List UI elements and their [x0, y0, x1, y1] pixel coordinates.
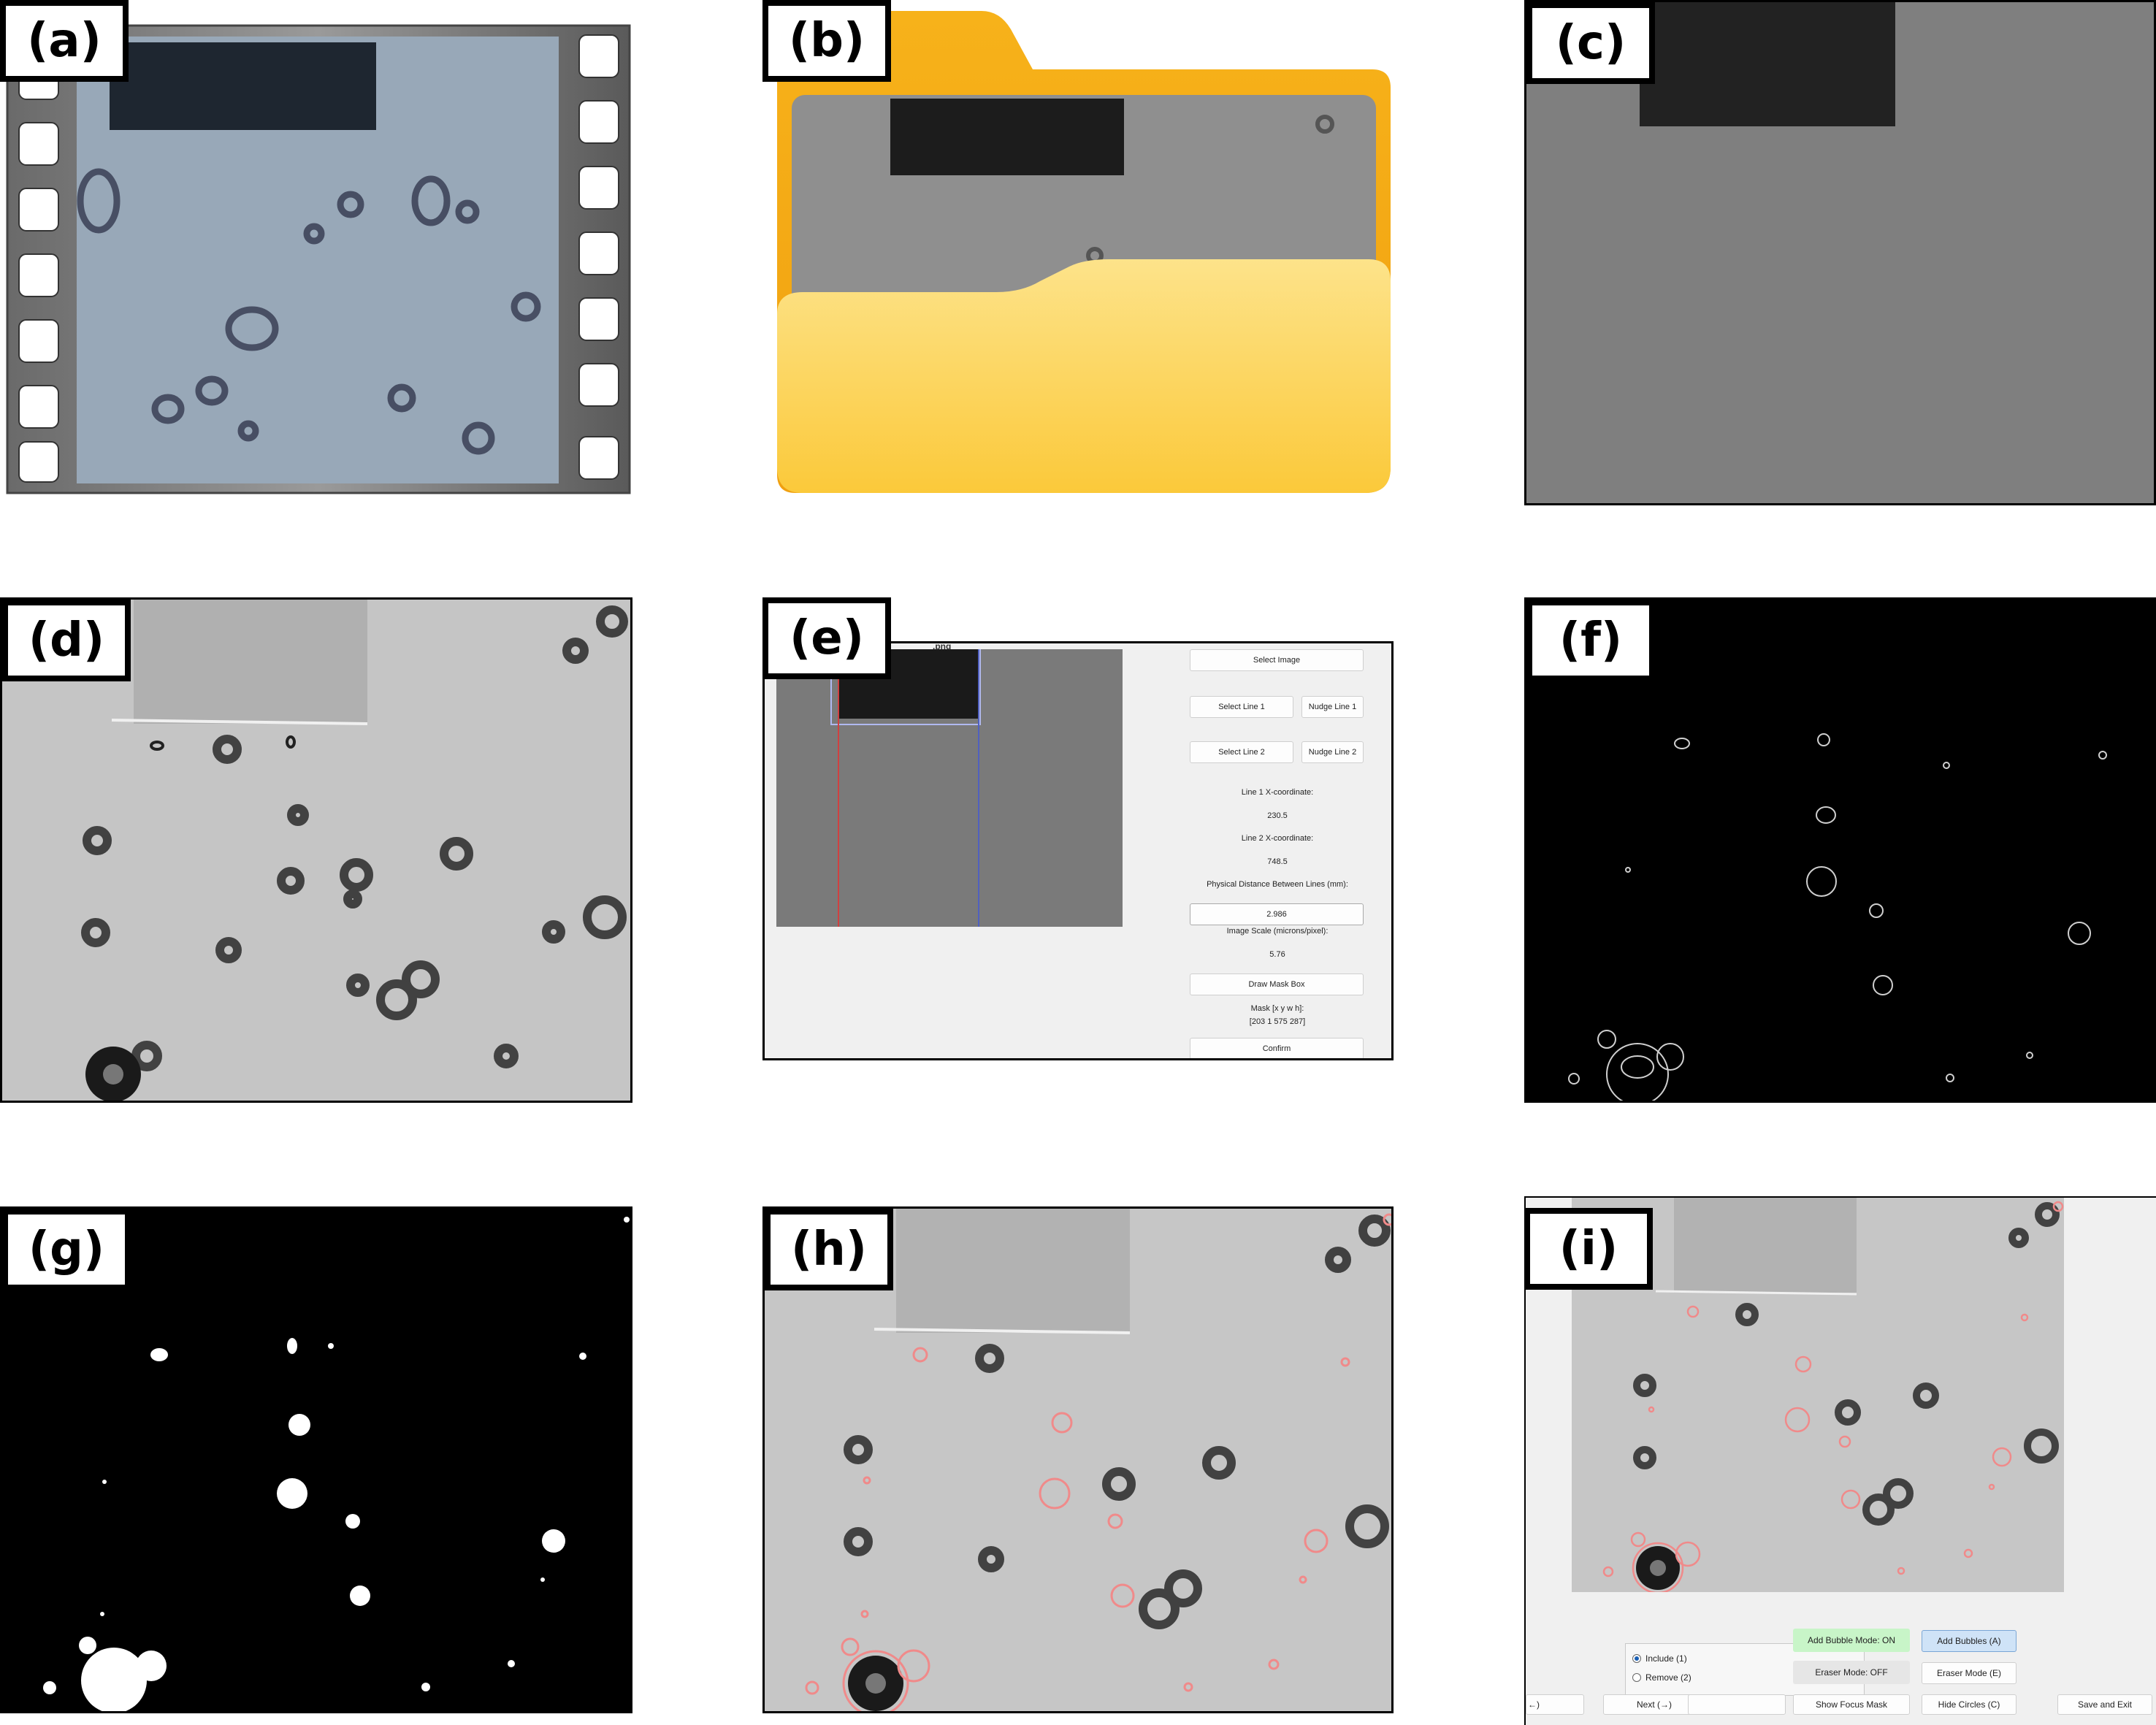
- detection-overlay: [805, 1209, 1391, 1711]
- panel-label: (b): [762, 0, 891, 82]
- eraser-mode-status: Eraser Mode: OFF: [1793, 1661, 1910, 1684]
- frame-field[interactable]: [1688, 1694, 1786, 1715]
- add-bubbles-button[interactable]: Add Bubbles (A): [1922, 1630, 2017, 1652]
- select-line2-button[interactable]: Select Line 2: [1190, 741, 1293, 763]
- panel-b: (b): [762, 0, 1398, 504]
- eraser-mode-button[interactable]: Eraser Mode (E): [1922, 1662, 2017, 1684]
- hide-circles-button[interactable]: Hide Circles (C): [1922, 1694, 2017, 1715]
- radio-unselected-icon: [1632, 1673, 1641, 1682]
- panel-c: (c): [1524, 0, 2156, 505]
- line-2[interactable]: [978, 649, 979, 927]
- line2-label: Line 2 X-coordinate:: [1241, 834, 1314, 843]
- folder-icon: [777, 11, 1391, 493]
- line1-value: 230.5: [1267, 811, 1288, 820]
- line2-value: 748.5: [1267, 857, 1288, 866]
- include-label: Include (1): [1645, 1653, 1687, 1664]
- include-radio[interactable]: Include (1): [1632, 1653, 1687, 1664]
- bubble-image: [81, 600, 628, 1101]
- scale-tool-window: .png Select Image Select Line 1 Nudge Li…: [765, 643, 1391, 1058]
- panel-label: (h): [765, 1209, 893, 1290]
- remove-label: Remove (2): [1645, 1672, 1691, 1683]
- radio-selected-icon: [1632, 1654, 1641, 1663]
- save-exit-button[interactable]: Save and Exit: [2057, 1694, 2152, 1715]
- scale-label: Image Scale (microns/pixel):: [1226, 927, 1329, 936]
- image-axes: [776, 649, 1123, 927]
- mask-value: [203 1 575 287]: [1249, 1017, 1306, 1026]
- confirm-button[interactable]: Confirm: [1190, 1038, 1364, 1058]
- remove-radio[interactable]: Remove (2): [1632, 1672, 1691, 1683]
- panel-h: (h): [762, 1206, 1394, 1713]
- panel-d: (d) (d): [0, 597, 632, 1103]
- nudge-line2-button[interactable]: Nudge Line 2: [1301, 741, 1364, 763]
- panel-label: (g): [2, 1209, 131, 1290]
- line1-label: Line 1 X-coordinate:: [1241, 788, 1314, 797]
- panel-i: Include (1) Remove (2) Add Bubble Mode: …: [1524, 1196, 2156, 1725]
- select-image-button[interactable]: Select Image: [1190, 649, 1364, 671]
- panel-label: (e): [762, 597, 891, 679]
- scale-value: 5.76: [1269, 950, 1285, 959]
- select-line1-button[interactable]: Select Line 1: [1190, 696, 1293, 718]
- panel-label: (c): [1526, 2, 1655, 84]
- panel-label: (a): [0, 0, 129, 82]
- line-1[interactable]: [838, 649, 839, 927]
- image-title: .png: [933, 641, 952, 651]
- panel-f: (f): [1524, 597, 2156, 1103]
- distance-label: Physical Distance Between Lines (mm):: [1207, 880, 1348, 889]
- show-focus-mask-button[interactable]: Show Focus Mask: [1793, 1694, 1910, 1715]
- binary-image: [12, 1211, 630, 1711]
- distance-input[interactable]: 2.986: [1190, 903, 1364, 925]
- panel-label: (d): [2, 600, 131, 681]
- video-film-icon: [6, 24, 631, 494]
- draw-mask-button[interactable]: Draw Mask Box: [1190, 974, 1364, 995]
- mask-label: Mask [x y w h]:: [1250, 1004, 1304, 1013]
- add-bubble-mode-status: Add Bubble Mode: ON: [1793, 1629, 1910, 1652]
- editor-image: [1572, 1198, 2064, 1592]
- panel-g: (g): [0, 1206, 632, 1713]
- panel-e: .png Select Image Select Line 1 Nudge Li…: [762, 641, 1394, 1060]
- mask-region: [1640, 2, 1895, 126]
- panel-a: (a): [0, 0, 635, 504]
- panel-label: (f): [1526, 600, 1655, 681]
- previous-button[interactable]: ←): [1526, 1694, 1584, 1715]
- nudge-line1-button[interactable]: Nudge Line 1: [1301, 696, 1364, 718]
- panel-label: (i): [1524, 1208, 1653, 1290]
